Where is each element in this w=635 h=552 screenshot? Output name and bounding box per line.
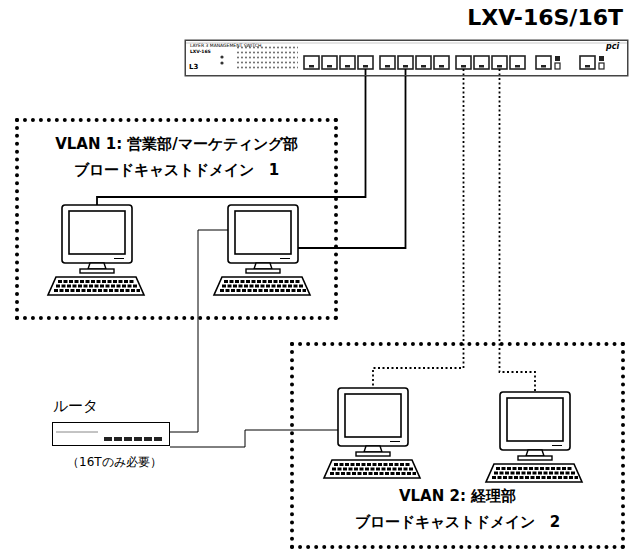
node-heading: VLAN 2: 経理部: [399, 488, 516, 505]
node-heading: LXV-16S/16T: [467, 5, 623, 30]
device-marking: LXV-16S: [190, 50, 211, 55]
device-marking: LAYER 3 MANAGEMENT SWITCH: [190, 44, 261, 49]
router-box: ルータ（16Tのみ必要）: [52, 422, 170, 446]
node-subtext: （16Tのみ必要）: [67, 456, 162, 470]
device-marking: pci: [606, 43, 619, 51]
node-subtext: ブロードキャストドメイン 1: [74, 162, 279, 179]
switch-faceplate: [185, 40, 628, 76]
computer-icon: [48, 205, 144, 295]
node-subtext: ブロードキャストドメイン 2: [355, 514, 560, 531]
broadcast-domain: VLAN 1: 営業部/マーケティング部ブロードキャストドメイン 1: [15, 118, 338, 320]
node-heading: ルータ: [53, 398, 98, 415]
broadcast-domain: VLAN 2: 経理部ブロードキャストドメイン 2: [290, 342, 625, 549]
computer-icon: [214, 205, 310, 295]
node-heading: VLAN 1: 営業部/マーケティング部: [55, 136, 298, 153]
router-faceplate: [52, 422, 170, 446]
computer-icon: [324, 388, 420, 478]
device-marking: L3: [189, 64, 198, 71]
computer-icon: [486, 392, 582, 482]
